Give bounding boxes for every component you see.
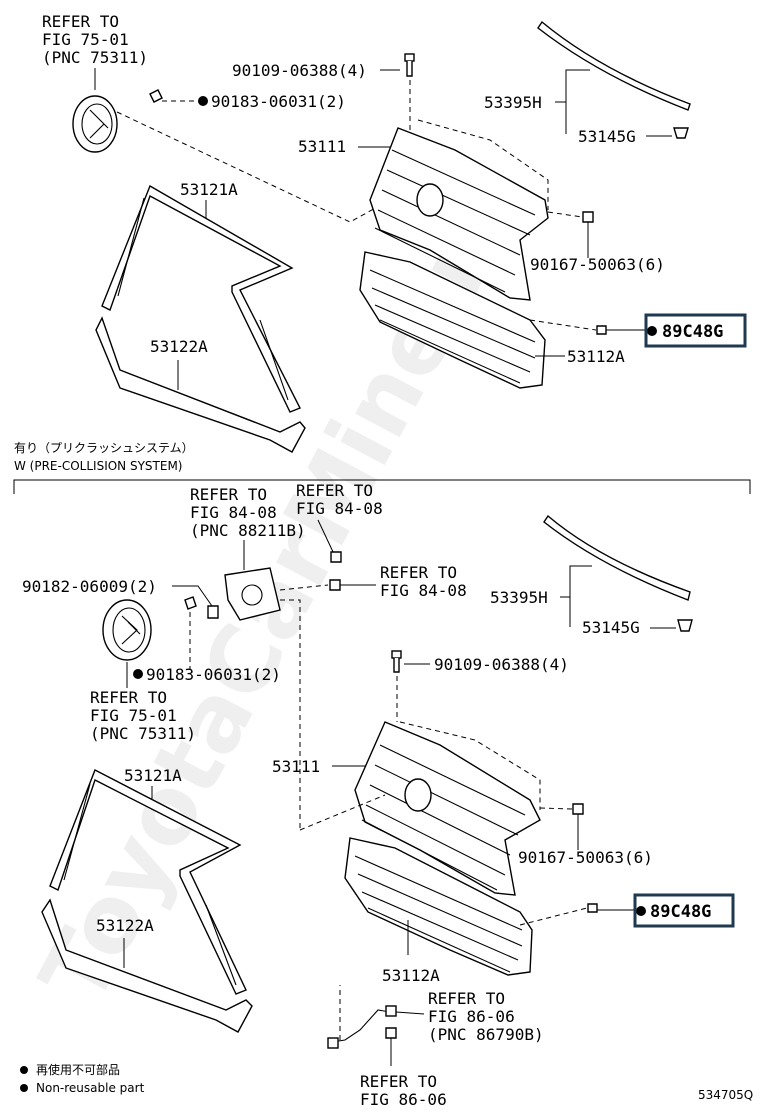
bottom-clip-53145G-icon (677, 619, 693, 632)
top-emblem-ref-line2: FIG 75-01 (42, 30, 129, 49)
bottom-emblem-ref-line3: (PNC 75311) (90, 724, 196, 743)
top-nut-icon (582, 211, 594, 223)
top-frame-53121A (101, 184, 301, 413)
top-label-90167: 90167-50063(6) (530, 255, 665, 274)
top-89C48G-dot (647, 326, 657, 336)
top-label-90183: 90183-06031(2) (211, 92, 346, 111)
bottom-ref84a-line1: REFER TO (296, 481, 373, 500)
bottom-ref86a-line2: FIG 86-06 (428, 1007, 515, 1026)
section-w-title-en: W (PRE-COLLISION SYSTEM) (14, 459, 183, 473)
top-label-53121A: 53121A (180, 180, 238, 199)
bottom-label-90167: 90167-50063(6) (518, 848, 653, 867)
bottom-89C48G-dot (636, 906, 646, 916)
legend-dot-en (20, 1084, 28, 1092)
top-label-53145G: 53145G (578, 127, 636, 146)
bottom-label-53145G: 53145G (582, 618, 640, 637)
top-screw-icon (404, 53, 415, 77)
bottom-emblem-ref-line1: REFER TO (90, 688, 167, 707)
bottom-label-90183: 90183-06031(2) (146, 665, 281, 684)
bottom-nut-icon (572, 803, 584, 815)
top-section: REFER TO FIG 75-01 (PNC 75311) 90183-060… (14, 12, 747, 473)
bottom-89C48G-clip-icon (587, 903, 598, 913)
bottom-89C48G-highlight[interactable] (633, 893, 735, 928)
bottom-label-89C48G[interactable]: 89C48G (650, 902, 711, 922)
bottom-ref86b-line1: REFER TO (360, 1072, 437, 1091)
bottom-sensor-ref-line3: (PNC 88211B) (190, 521, 306, 540)
bottom-non-reusable-dot (133, 669, 143, 679)
top-89C48G-clip-icon (596, 325, 607, 335)
bottom-emblem-ref-line2: FIG 75-01 (90, 706, 177, 725)
top-emblem-ref-line3: (PNC 75311) (42, 48, 148, 67)
bottom-label-90109: 90109-06388(4) (434, 655, 569, 674)
bottom-label-53395H: 53395H (490, 588, 548, 607)
top-label-53112A: 53112A (567, 347, 625, 366)
top-bar-53122A (95, 316, 306, 453)
bottom-grille-53112A (344, 837, 533, 976)
bottom-label-90182: 90182-06009(2) (22, 577, 157, 596)
top-clip-53145G-icon (673, 127, 689, 139)
bottom-sensor-ref-line2: FIG 84-08 (190, 503, 277, 522)
section-divider (13, 479, 751, 494)
bottom-ref86a-line3: (PNC 86790B) (428, 1025, 544, 1044)
top-moulding-53395H (537, 20, 691, 111)
bottom-label-53122A: 53122A (96, 916, 154, 935)
bottom-ref86a-line1: REFER TO (428, 989, 505, 1008)
bottom-bolt-icon (207, 605, 219, 619)
bottom-moulding-53395H (543, 514, 691, 601)
diagram-id: 534705Q (698, 1088, 753, 1102)
bottom-label-53121A: 53121A (124, 766, 182, 785)
top-non-reusable-dot (198, 96, 208, 106)
bottom-grille-53111 (354, 721, 541, 896)
bottom-bar-53122A (41, 898, 253, 1033)
bottom-section: REFER TO FIG 84-08 (PNC 88211B) REFER TO… (22, 481, 735, 1109)
top-emblem-ref-line1: REFER TO (42, 12, 119, 31)
legend-jp: 再使用不可部品 (36, 1062, 120, 1077)
bottom-ref84b-line1: REFER TO (380, 563, 457, 582)
bottom-clip-icon (184, 596, 197, 610)
top-label-90109: 90109-06388(4) (232, 61, 367, 80)
bottom-wire-bracket (327, 1005, 397, 1049)
bottom-sensor-ref-line1: REFER TO (190, 485, 267, 504)
top-89C48G-highlight[interactable] (644, 313, 747, 348)
section-w-title-jp: 有り（プリクラッシュシステム） (14, 441, 194, 455)
bottom-sensor-bracket (224, 567, 281, 621)
bottom-nut-84b-icon (329, 579, 341, 591)
bottom-screw-icon (391, 650, 402, 673)
legend-dot-jp (20, 1066, 28, 1074)
top-label-89C48G[interactable]: 89C48G (662, 322, 723, 342)
bottom-ref86b-line2: FIG 86-06 (360, 1090, 447, 1109)
legend-en: Non-reusable part (36, 1081, 145, 1095)
top-label-53111: 53111 (298, 137, 346, 156)
top-emblem-icon (72, 95, 118, 153)
bottom-emblem-icon (102, 599, 152, 661)
top-label-53395H: 53395H (484, 93, 542, 112)
top-clip-icon (149, 89, 163, 103)
bottom-label-53112A: 53112A (382, 966, 440, 985)
legend: 再使用不可部品 Non-reusable part (20, 1062, 145, 1095)
top-label-53122A: 53122A (150, 337, 208, 356)
bottom-frame-53121A (49, 769, 247, 995)
bottom-nut-84a-icon (330, 551, 342, 563)
bottom-ref84a-line2: FIG 84-08 (296, 499, 383, 518)
bottom-label-53111: 53111 (272, 757, 320, 776)
bottom-nut-86-icon (385, 1027, 397, 1039)
top-grille-53112A (359, 251, 546, 389)
top-grille-53111 (369, 119, 549, 301)
bottom-ref84b-line2: FIG 84-08 (380, 581, 467, 600)
